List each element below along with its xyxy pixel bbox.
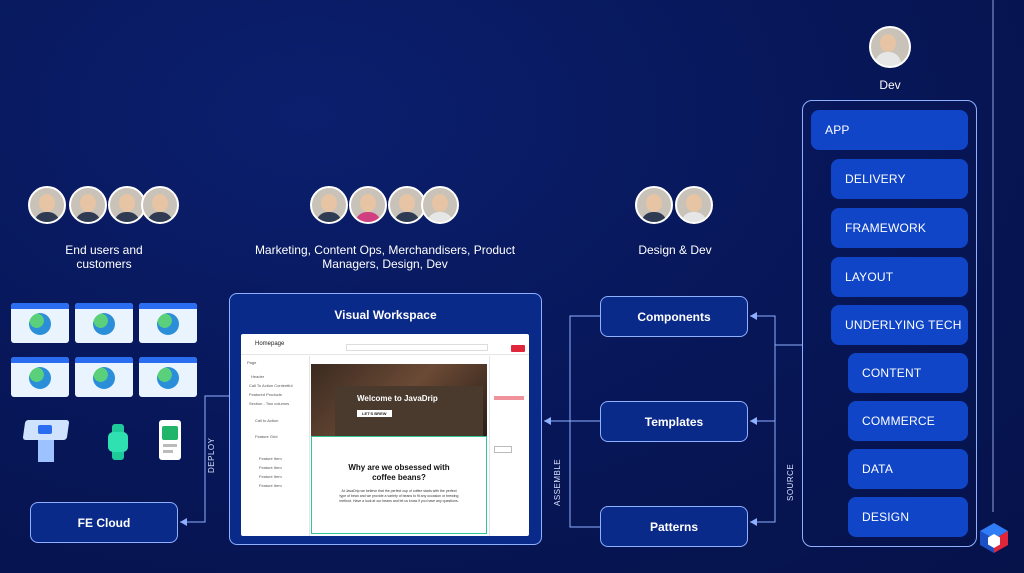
- kiosk-icon: [22, 420, 70, 462]
- tree-item[interactable]: Featured Products: [249, 392, 282, 397]
- tree-item[interactable]: Header: [251, 374, 265, 379]
- browser-window-icon: [11, 357, 69, 397]
- stack-item-underlying-tech[interactable]: UNDERLYING TECH: [831, 305, 968, 345]
- tree-item[interactable]: Feature Grid: [255, 434, 278, 439]
- avatar: [349, 186, 387, 224]
- workspace-search-input[interactable]: [346, 344, 488, 351]
- fe-cloud-box[interactable]: FE Cloud: [30, 502, 178, 543]
- workspace-preview: Homepage Page Header Call To Action Cont…: [241, 334, 529, 536]
- deploy-label: DEPLOY: [207, 437, 216, 473]
- marketing-label-line2: Managers, Design, Dev: [322, 257, 448, 271]
- browser-window-icon: [139, 357, 197, 397]
- tree-item[interactable]: Section - Two columns: [249, 401, 290, 406]
- source-label: SOURCE: [786, 463, 795, 501]
- tree-item[interactable]: Feature Item: [259, 483, 282, 488]
- design-dev-label: Design & Dev: [638, 243, 712, 257]
- end-users-label: End users and customers: [40, 243, 168, 271]
- assemble-label: ASSEMBLE: [553, 458, 562, 506]
- section-title: Why are we obsessed with coffee beans?: [312, 463, 486, 483]
- visual-workspace-title: Visual Workspace: [334, 308, 437, 322]
- locale-field[interactable]: [494, 396, 524, 400]
- tree-item[interactable]: Feature Item: [259, 456, 282, 461]
- section-body: At JavaDrip we believe that the perfect …: [339, 489, 459, 503]
- marketing-label-line1: Marketing, Content Ops, Merchandisers, P…: [254, 243, 516, 257]
- stack-item-app[interactable]: APP: [811, 110, 968, 150]
- section-title-line2: coffee beans?: [372, 473, 426, 482]
- avatar: [675, 186, 713, 224]
- stack-item-delivery[interactable]: DELIVERY: [831, 159, 968, 199]
- end-users-label-line2: customers: [76, 257, 132, 271]
- avatar: [388, 186, 426, 224]
- tree-item[interactable]: Call to Action: [255, 418, 279, 423]
- avatar: [108, 186, 146, 224]
- patterns-label: Patterns: [649, 519, 699, 534]
- properties-panel: [489, 356, 529, 536]
- avatar: [141, 186, 179, 224]
- section-title-line1: Why are we obsessed with: [348, 463, 450, 472]
- publish-button[interactable]: [511, 345, 525, 352]
- browser-window-icon: [139, 303, 197, 343]
- tree-item[interactable]: Call To Action Contentful: [249, 383, 293, 388]
- components-label: Components: [637, 309, 711, 324]
- hero-image: Welcome to JavaDrip LET'S BREW: [311, 364, 487, 436]
- mobile-phone-icon: [159, 420, 181, 460]
- tree-item[interactable]: Feature Item: [259, 474, 282, 479]
- avatar: [635, 186, 673, 224]
- browser-window-icon: [75, 357, 133, 397]
- end-users-label-line1: End users and: [65, 243, 143, 257]
- templates-label: Templates: [644, 414, 704, 429]
- component-tree: Page Header Call To Action Contentful Fe…: [241, 356, 310, 536]
- tree-item[interactable]: Page: [247, 360, 257, 365]
- hero-title: Welcome to JavaDrip: [357, 394, 438, 403]
- avatar: [310, 186, 348, 224]
- logo-cube-icon: [980, 523, 1008, 553]
- tree-item[interactable]: Feature Item: [259, 465, 282, 470]
- patterns-box[interactable]: Patterns: [600, 506, 748, 547]
- dev-label: Dev: [879, 78, 901, 92]
- templates-box[interactable]: Templates: [600, 401, 748, 442]
- hero-panel: Welcome to JavaDrip LET'S BREW: [335, 386, 483, 436]
- browser-window-icon: [75, 303, 133, 343]
- section-selected[interactable]: Why are we obsessed with coffee beans? A…: [311, 436, 487, 534]
- hero-button[interactable]: LET'S BREW: [357, 410, 392, 417]
- marketing-label: Marketing, Content Ops, Merchandisers, P…: [250, 243, 520, 271]
- workspace-page-title: Homepage: [255, 341, 285, 347]
- stack-item-layout[interactable]: LAYOUT: [831, 257, 968, 297]
- stack-item-design[interactable]: DESIGN: [848, 497, 968, 537]
- stack-item-data[interactable]: DATA: [848, 449, 968, 489]
- components-box[interactable]: Components: [600, 296, 748, 337]
- avatar: [869, 26, 911, 68]
- tech-stack-container: [802, 100, 977, 547]
- edit-button[interactable]: [494, 446, 512, 453]
- stack-item-framework[interactable]: FRAMEWORK: [831, 208, 968, 248]
- browser-window-icon: [11, 303, 69, 343]
- stack-item-commerce[interactable]: COMMERCE: [848, 401, 968, 441]
- avatar: [69, 186, 107, 224]
- workspace-topbar: Homepage: [241, 334, 529, 355]
- avatar: [421, 186, 459, 224]
- fe-cloud-label: FE Cloud: [77, 515, 131, 530]
- stack-item-content[interactable]: CONTENT: [848, 353, 968, 393]
- avatar: [28, 186, 66, 224]
- smartwatch-icon: [106, 424, 130, 460]
